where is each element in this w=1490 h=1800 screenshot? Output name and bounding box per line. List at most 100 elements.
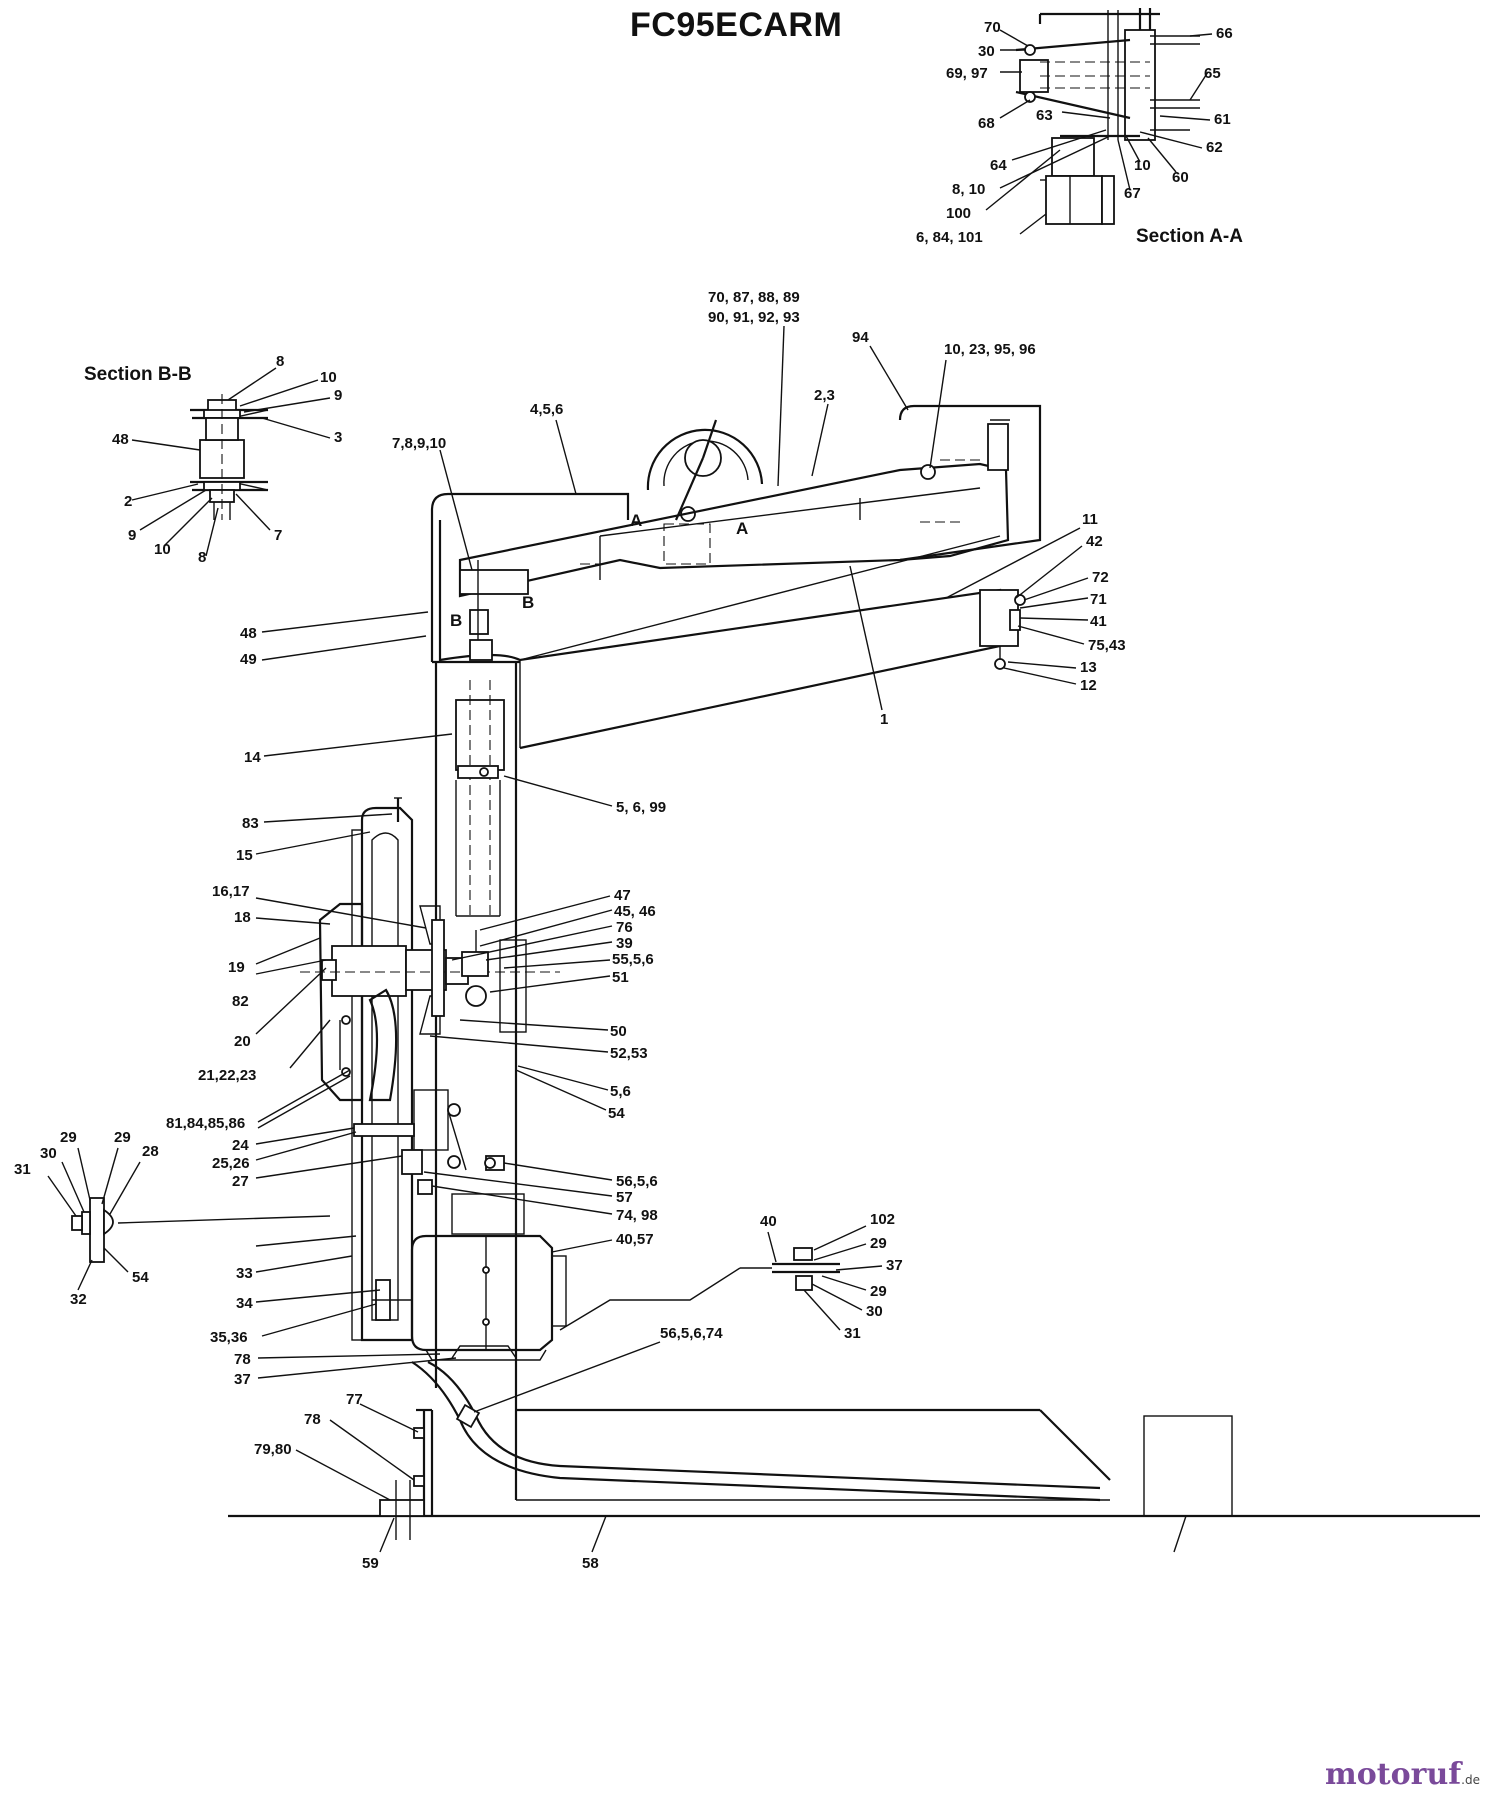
callout-label: 61 [1214,111,1231,128]
callout-label: 9 [334,387,342,404]
callout-label: 70 [984,19,1001,36]
callout-label: 29 [870,1283,887,1300]
callout-label: 10 [1134,157,1151,174]
main-machine-drawing [71,404,1480,1540]
callout-label: 24 [232,1137,249,1154]
callout-label: 77 [346,1391,363,1408]
callout-label: 13 [1080,659,1097,676]
callout-label: 5,6 [610,1083,631,1100]
callout-label: 20 [234,1033,251,1050]
callout-label: 10 [154,541,171,558]
callout-label: 7 [274,527,282,544]
callout-label: 94 [852,329,869,346]
section-marker-a-right: A [736,519,748,538]
callout-label: 83 [242,815,259,832]
callout-label: 70, 87, 88, 89 [708,289,800,306]
section-marker-b-right: B [522,593,534,612]
callout-label: 52,53 [610,1045,648,1062]
callout-label: 12 [1080,677,1097,694]
callout-label: 100 [946,205,971,222]
callout-labels: 70 30 69, 97 68 63 64 8, 10 100 6, 84, 1… [14,19,1233,1572]
callout-label: 8 [276,353,284,370]
callout-label: 15 [236,847,253,864]
callout-label: 82 [232,993,249,1010]
callout-label: 28 [142,1143,159,1160]
callout-label: 48 [112,431,129,448]
callout-label: 33 [236,1265,253,1282]
callout-label: 30 [40,1145,57,1162]
callout-label: 56,5,6,74 [660,1325,723,1342]
callout-label: 29 [114,1129,131,1146]
callout-label: 59 [362,1555,379,1572]
callout-label: 2 [124,493,132,510]
callout-label: 32 [70,1291,87,1308]
callout-label: 68 [978,115,995,132]
callout-label: 16,17 [212,883,250,900]
callout-label: 57 [616,1189,633,1206]
callout-label: 31 [14,1161,31,1178]
callout-label: 40 [760,1213,777,1230]
section-bb-drawing [131,367,331,557]
logo-watermark: motoruf.de [1325,1757,1480,1792]
callout-label: 78 [304,1411,321,1428]
callout-label: 62 [1206,139,1223,156]
callout-label: 81,84,85,86 [166,1115,245,1132]
callout-label: 29 [60,1129,77,1146]
callout-label: 14 [244,749,261,766]
callout-label: 8 [198,549,206,566]
callout-label: 56,5,6 [616,1173,658,1190]
section-bb-label: Section B-B [84,364,192,385]
callout-label: 79,80 [254,1441,292,1458]
callout-label: 63 [1036,107,1053,124]
callout-label: 19 [228,959,245,976]
diagram-title: FC95ECARM [630,6,843,44]
callout-label: 66 [1216,25,1233,42]
callout-label: 8, 10 [952,181,985,198]
callout-label: 34 [236,1295,253,1312]
callout-label: 47 [614,887,631,904]
callout-label: 102 [870,1211,895,1228]
callout-label: 54 [132,1269,149,1286]
callout-label: 6, 84, 101 [916,229,983,246]
callout-label: 11 [1082,511,1098,528]
logo-suffix: .de [1461,1773,1480,1787]
callout-label: 58 [582,1555,599,1572]
section-marker-a-left: A [630,511,642,530]
callout-label: 78 [234,1351,251,1368]
callout-label: 37 [886,1257,903,1274]
callout-label: 5, 6, 99 [616,799,666,816]
callout-label: 51 [612,969,629,986]
section-aa-drawing [985,8,1213,235]
callout-label: 2,3 [814,387,835,404]
callout-label: 69, 97 [946,65,988,82]
callout-label: 48 [240,625,257,642]
callout-label: 27 [232,1173,249,1190]
callout-label: 30 [866,1303,883,1320]
callout-label: 90, 91, 92, 93 [708,309,800,326]
callout-label: 25,26 [212,1155,250,1172]
callout-label: 42 [1086,533,1103,550]
callout-label: 37 [234,1371,251,1388]
callout-label: 30 [978,43,995,60]
logo-text: motoruf [1325,1757,1462,1792]
callout-label: 21,22,23 [198,1067,256,1084]
callout-label: 67 [1124,185,1141,202]
callout-label: 35,36 [210,1329,248,1346]
callout-label: 1 [880,711,888,728]
callout-label: 76 [616,919,633,936]
callout-label: 55,5,6 [612,951,654,968]
callout-label: 65 [1204,65,1221,82]
callout-label: 39 [616,935,633,952]
callout-label: 45, 46 [614,903,656,920]
callout-label: 10, 23, 95, 96 [944,341,1036,358]
callout-label: 75,43 [1088,637,1126,654]
callout-label: 4,5,6 [530,401,563,418]
callout-label: 71 [1090,591,1107,608]
callout-label: 41 [1090,613,1107,630]
callout-label: 10 [320,369,337,386]
callout-label: 50 [610,1023,627,1040]
callout-label: 40,57 [616,1231,654,1248]
callout-label: 54 [608,1105,625,1122]
main-leader-lines [47,325,1187,1553]
